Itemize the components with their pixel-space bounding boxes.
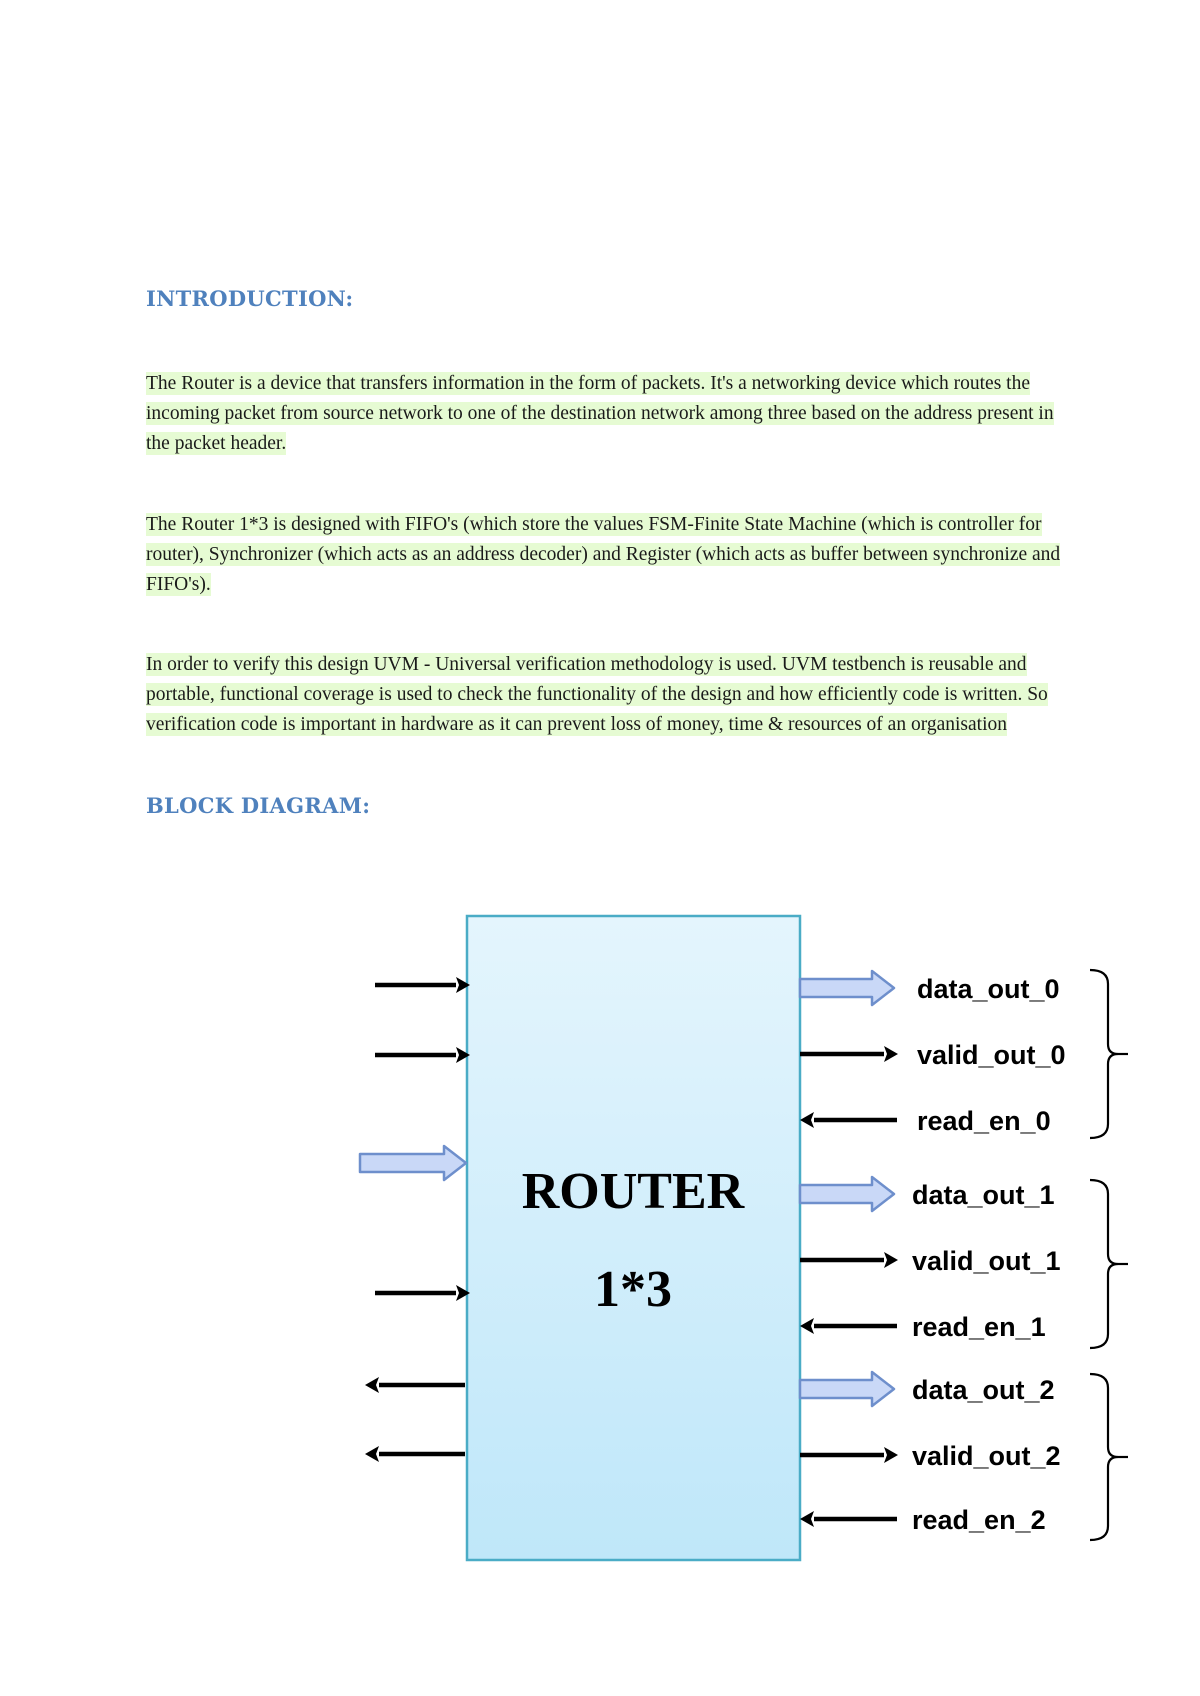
output-port-data-out-2-bus-arrow	[798, 1370, 896, 1408]
router-block-subtitle: 1*3	[594, 1261, 672, 1318]
output-port-valid-out-2-arrow-head	[884, 1447, 898, 1463]
output-port-valid-out-2-label: valid_out_2	[912, 1441, 1061, 1471]
introduction-heading: INTRODUCTION:	[146, 286, 354, 311]
output-port-read-en-1-arrow-head	[800, 1318, 814, 1334]
intro-paragraph-1: The Router is a device that transfers in…	[146, 369, 1076, 459]
group-2-brace	[1089, 1372, 1119, 1542]
input-port-6-arrow-head	[365, 1446, 379, 1462]
intro-paragraph-3-text: In order to verify this design UVM - Uni…	[146, 653, 1048, 736]
output-port-valid-out-1-label: valid_out_1	[912, 1246, 1061, 1276]
router-block	[465, 914, 802, 1562]
output-port-data-out-1-label: data_out_1	[912, 1180, 1055, 1210]
block-diagram-heading: BLOCK DIAGRAM:	[146, 793, 371, 818]
output-port-read-en-0-label: read_en_0	[917, 1106, 1051, 1136]
output-port-valid-out-0-label: valid_out_0	[917, 1040, 1066, 1070]
input-port-3-bus-arrow	[358, 1144, 468, 1182]
output-port-data-out-0-label: data_out_0	[917, 974, 1060, 1004]
input-port-4-arrow-head	[456, 1285, 470, 1301]
group-0-brace	[1089, 968, 1119, 1140]
output-port-data-out-1-bus-arrow	[798, 1175, 896, 1213]
output-port-read-en-0-arrow-head	[800, 1112, 814, 1128]
input-port-1-arrow-head	[456, 977, 470, 993]
input-port-5-arrow-head	[365, 1377, 379, 1393]
router-block-title: ROUTER	[522, 1163, 746, 1220]
output-port-read-en-1-label: read_en_1	[912, 1312, 1046, 1342]
intro-paragraph-3: In order to verify this design UVM - Uni…	[146, 650, 1076, 740]
output-port-read-en-2-label: read_en_2	[912, 1505, 1046, 1535]
output-port-data-out-0-bus-arrow	[798, 969, 896, 1007]
output-port-valid-out-1-arrow-head	[884, 1252, 898, 1268]
input-port-2-arrow-head	[456, 1047, 470, 1063]
output-port-valid-out-0-arrow-head	[884, 1046, 898, 1062]
intro-paragraph-2: The Router 1*3 is designed with FIFO's (…	[146, 510, 1076, 600]
output-port-data-out-2-label: data_out_2	[912, 1375, 1055, 1405]
router-ports: data_out_0 valid_out_0 read_en_0 data_out_1…	[358, 968, 1128, 1542]
output-port-read-en-2-arrow-head	[800, 1511, 814, 1527]
group-1-brace	[1089, 1178, 1119, 1350]
